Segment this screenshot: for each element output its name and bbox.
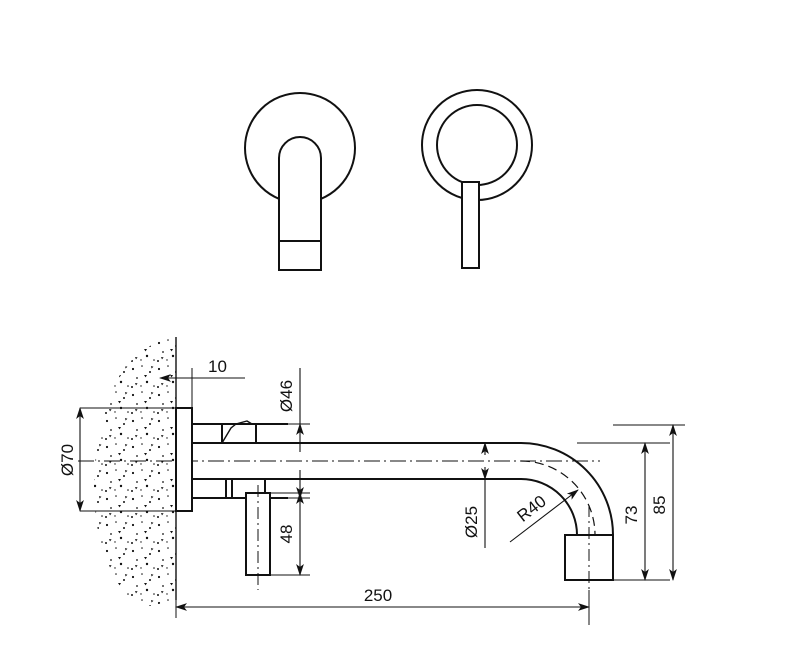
dimension-48: 48 <box>270 492 310 576</box>
handle-lever-front <box>461 181 480 269</box>
spout-tube-front <box>278 136 322 271</box>
valve-body-lower-outline <box>191 478 288 499</box>
dimension-85: 85 <box>613 424 685 581</box>
dim70-label: Ø70 <box>58 444 77 476</box>
r40-label: R40 <box>513 492 549 526</box>
wall-hatch-fill <box>94 337 176 606</box>
wall-section <box>80 337 177 606</box>
spout-bend-section <box>520 442 614 625</box>
spout-bend-center-arc <box>520 460 596 536</box>
r40-leader-line <box>509 489 579 543</box>
top-view-spout <box>244 92 356 271</box>
dimension-10: 10 <box>159 357 245 408</box>
dimension-d70: Ø70 <box>58 407 84 512</box>
dim48-label: 48 <box>277 525 296 544</box>
spout-bend-inner-arc <box>520 478 578 580</box>
dim73-label: 73 <box>622 506 641 525</box>
handle-lever-section <box>245 485 271 590</box>
body-break-line <box>221 420 256 444</box>
dimension-d46: Ø46 <box>277 368 310 499</box>
spout-bend-outer-arc <box>520 442 614 580</box>
dim46-label: Ø46 <box>277 380 296 412</box>
valve-body-section <box>191 420 288 499</box>
dimension-250: 250 <box>175 575 590 618</box>
dim25-label: Ø25 <box>462 506 481 538</box>
handle-escutcheon-inner-circle <box>436 104 518 186</box>
dimension-d25: Ø25 <box>440 442 489 548</box>
valve-body-upper-outline <box>191 423 288 444</box>
dim250-label: 250 <box>364 586 392 605</box>
dimension-73: 73 <box>577 442 670 581</box>
top-view-handle <box>421 89 533 269</box>
escutcheon-plate-section <box>175 407 193 512</box>
dim85-label: 85 <box>650 496 669 515</box>
dim10-label: 10 <box>208 357 227 376</box>
